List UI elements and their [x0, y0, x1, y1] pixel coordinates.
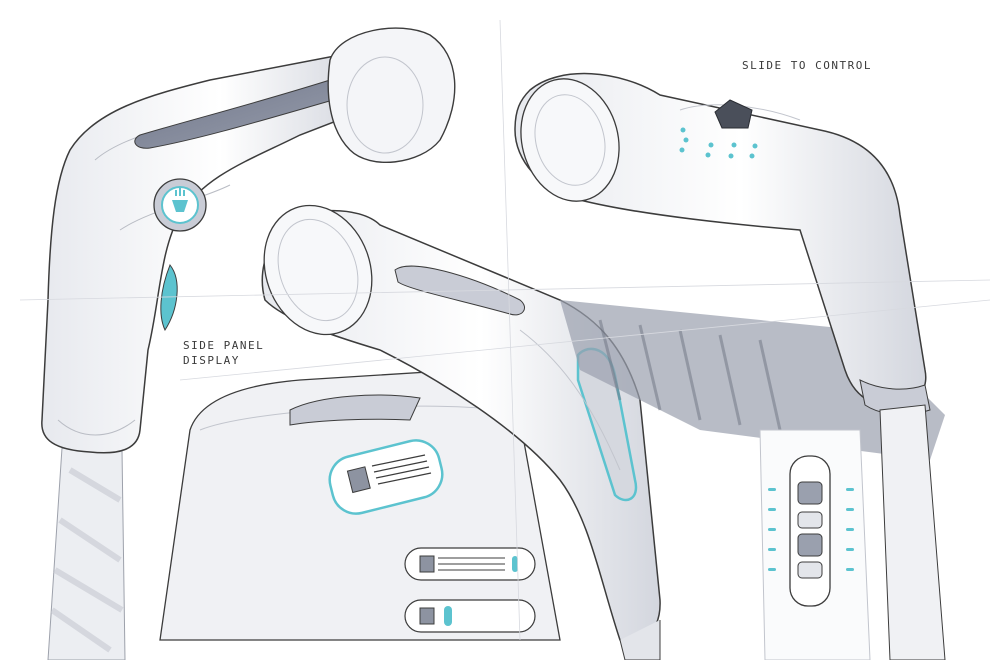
side-panel-label-line1: SIDE PANEL [183, 339, 265, 352]
slide-control-annotation: SLIDE TO CONTROL [742, 58, 872, 73]
side-panel-annotation: SIDE PANEL DISPLAY [183, 338, 264, 368]
faucet-sketch-right [514, 72, 946, 660]
faucet-sketch-center [159, 204, 661, 660]
slide-control-knob [714, 99, 753, 129]
spout-head-left [327, 27, 456, 163]
slider-control-panel [759, 429, 871, 660]
slide-control-label: SLIDE TO CONTROL [742, 59, 872, 72]
side-panel-label-line2: DISPLAY [183, 354, 240, 367]
indicator-dots [679, 127, 758, 159]
construction-lines [19, 19, 991, 641]
faucet-sketch-left [41, 27, 456, 660]
showerhead-mode-icon [153, 178, 207, 232]
razor-blade-icon-small [404, 547, 536, 633]
top-slot-center [394, 265, 525, 316]
razor-blade-icon [328, 439, 444, 515]
side-panel-teal [160, 264, 178, 332]
